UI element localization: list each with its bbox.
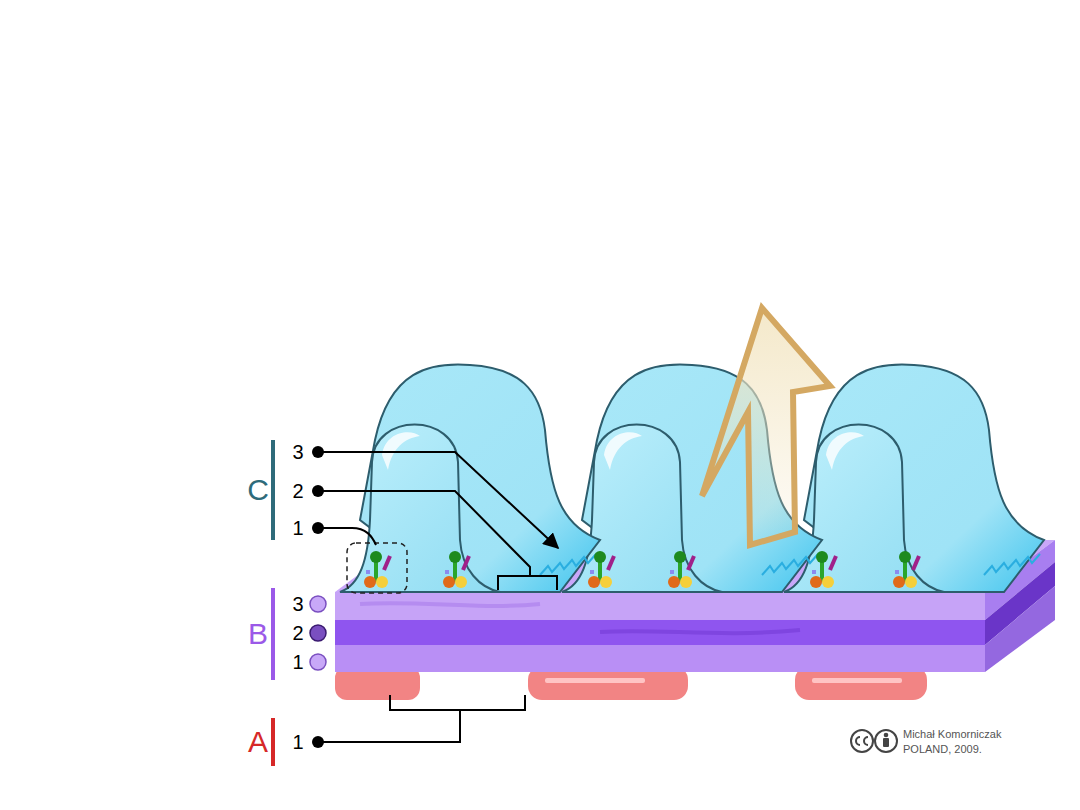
callout-number: 1 <box>292 518 303 538</box>
callout-number: 1 <box>292 652 303 672</box>
layer-marker <box>310 596 326 670</box>
group-letter: A <box>248 727 268 757</box>
leader-line <box>312 446 558 590</box>
group-letter: B <box>248 619 268 649</box>
group-letter: C <box>247 475 269 505</box>
secretion-arrow <box>702 308 830 545</box>
callout-number: 2 <box>292 481 303 501</box>
author-watermark: Michał Komorniczak <box>903 729 1001 740</box>
callout-number: 2 <box>292 623 303 643</box>
callout-number: 3 <box>292 442 303 462</box>
group-bar <box>271 440 275 540</box>
callout-number: 1 <box>292 732 303 752</box>
licence-icon <box>851 730 897 752</box>
highlight-box <box>347 543 407 593</box>
group-bar <box>271 588 275 680</box>
molecule-icon <box>364 551 919 588</box>
epithelial-fold <box>340 364 1044 592</box>
group-bar <box>271 718 275 766</box>
leader-line <box>312 695 525 748</box>
callout-number: 3 <box>292 594 303 614</box>
author-watermark: POLAND, 2009. <box>903 744 982 755</box>
